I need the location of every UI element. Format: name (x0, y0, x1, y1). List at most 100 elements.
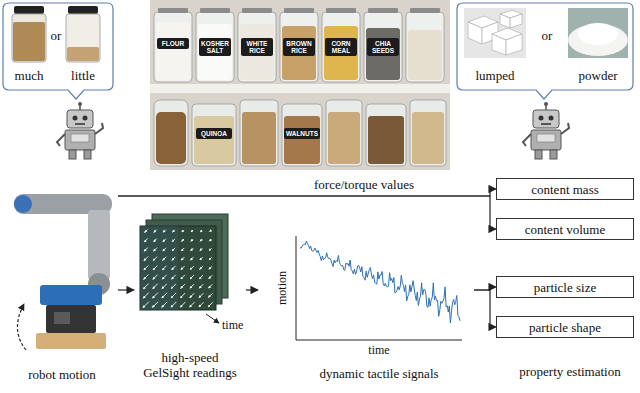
jar-tag: CHIA SEEDS (367, 38, 399, 56)
marker-arrow (162, 275, 166, 279)
marker-arrow (171, 302, 176, 307)
marker-arrow (190, 293, 195, 298)
caption: robot motion (6, 367, 118, 382)
marker-arrow (154, 239, 157, 242)
property-box: particle shape (496, 316, 634, 338)
marker-arrow (144, 266, 149, 271)
flow-arrow (118, 189, 496, 196)
signal-plot: dynamic tactile signals (258, 226, 474, 388)
marker-arrow (181, 266, 185, 270)
jar-tag: WHITE RICE (241, 38, 273, 56)
marker-arrow (200, 266, 203, 269)
marker-arrow (171, 275, 175, 279)
marker-arrow (180, 302, 185, 307)
marker-arrow (143, 302, 149, 308)
box-text: particle size (497, 280, 633, 295)
marker-arrow (182, 239, 185, 242)
marker-arrow (190, 257, 193, 260)
marker-arrow (181, 284, 185, 288)
marker-arrow (191, 239, 193, 241)
marker-arrow (210, 230, 212, 232)
caption: high-speed GelSight readings (140, 350, 240, 380)
marker-arrow (152, 293, 157, 298)
marker-arrow (162, 293, 167, 298)
marker-arrow (191, 248, 194, 251)
marker-arrow (172, 266, 176, 270)
marker-arrow (153, 275, 158, 280)
marker-arrow (209, 248, 211, 250)
caption: dynamic tactile signals (288, 366, 470, 381)
text-label: time (222, 318, 252, 332)
marker-arrow (181, 248, 184, 251)
bubble-outline (456, 2, 634, 100)
marker-arrow (182, 230, 184, 232)
marker-arrow (200, 230, 202, 232)
marker-arrow (199, 275, 203, 279)
marker-arrow (163, 257, 167, 261)
marker-arrow (191, 230, 193, 232)
box-text: content volume (497, 222, 633, 237)
marker-arrow (162, 266, 166, 270)
marker-arrow (199, 284, 203, 288)
marker-arrow (181, 257, 184, 260)
flow-arrow (474, 290, 496, 327)
flow-arrow (118, 196, 496, 229)
marker-arrow (154, 230, 157, 233)
marker-arrow (199, 302, 204, 307)
axis-label: motion (275, 266, 289, 310)
marker-arrow (209, 284, 213, 288)
jar-tag: BROWN RICE (283, 38, 315, 56)
marker-arrow (190, 302, 195, 307)
caption: lumped (465, 68, 525, 83)
marker-arrow (209, 275, 212, 278)
property-box: content volume (496, 218, 634, 240)
marker-arrow (172, 239, 175, 242)
marker-arrow (163, 239, 166, 242)
marker-arrow (199, 293, 203, 297)
marker-arrow (144, 248, 148, 252)
marker-arrow (172, 248, 175, 251)
property-box: content mass (496, 178, 634, 200)
marker-arrow (143, 293, 149, 299)
caption: much (5, 68, 53, 83)
bubble-path (3, 3, 113, 99)
speech-bubble: lumped or powder (456, 2, 634, 100)
caption: powder (568, 68, 628, 83)
jar-tag: KOSHER SALT (199, 38, 231, 56)
jar-tag: QUINOA (196, 128, 232, 139)
marker-arrow (172, 230, 174, 232)
bubble-path (457, 3, 633, 99)
jar-tag: WALNUTS (284, 128, 320, 139)
caption: or (536, 28, 558, 43)
property-box: particle size (496, 276, 634, 298)
marker-arrow (200, 248, 202, 250)
marker-arrow (200, 239, 202, 241)
marker-arrow (171, 293, 176, 298)
marker-arrow (190, 275, 194, 279)
marker-arrow (209, 266, 212, 269)
marker-arrow (181, 275, 185, 279)
marker-arrow (209, 257, 212, 260)
marker-arrow (153, 266, 157, 270)
text-label: time (364, 343, 394, 357)
marker-arrow (172, 257, 175, 260)
marker-arrow (162, 302, 168, 308)
marker-arrow (208, 293, 212, 297)
marker-arrow (153, 248, 157, 252)
marker-arrow (209, 239, 211, 241)
caption: little (60, 68, 106, 83)
marker-arrow (143, 284, 148, 289)
box-text: content mass (497, 182, 633, 197)
marker-arrow (200, 257, 203, 260)
marker-arrow (144, 257, 148, 261)
marker-arrow (190, 284, 194, 288)
marker-arrow (153, 284, 158, 289)
caption: or (45, 28, 67, 43)
edge-label: force/torque values (311, 177, 417, 192)
marker-arrow (163, 248, 166, 251)
marker-arrow (145, 230, 148, 233)
flow-arrow (246, 289, 258, 290)
marker-arrow (171, 284, 176, 289)
signal-curve (300, 241, 460, 323)
